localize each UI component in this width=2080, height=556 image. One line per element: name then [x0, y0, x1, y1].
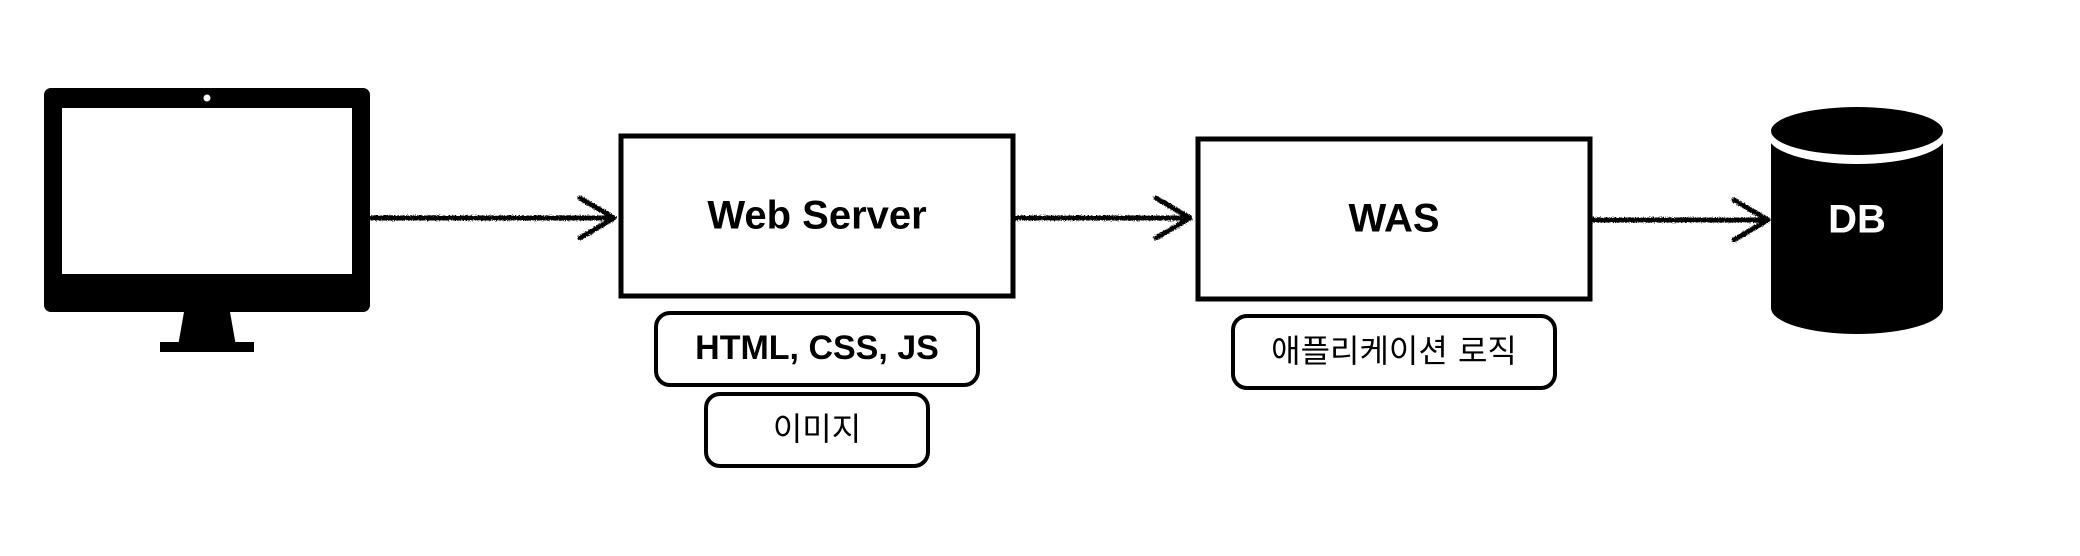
monitor-camera [203, 94, 211, 102]
web-server-label: Web Server [707, 194, 926, 238]
monitor-icon [44, 88, 370, 352]
web-server-tag-static-files-label: HTML, CSS, JS [695, 329, 939, 367]
db-cylinder-top [1771, 107, 1943, 155]
edge-web-server-to-was [1013, 195, 1193, 241]
db-label: DB [1828, 198, 1886, 242]
was-tag-application-logic-label: 애플리케이션 로직 [1271, 332, 1517, 370]
db-cylinder-body [1771, 132, 1943, 334]
web-server-box [618, 133, 1016, 299]
was-tag-application-logic: 애플리케이션 로직 [1231, 314, 1557, 390]
edge-client-to-web-server [369, 195, 617, 241]
web-server-tag-images: 이미지 [704, 392, 930, 468]
web-server-tag-images-label: 이미지 [773, 410, 861, 448]
was-box [1195, 136, 1593, 302]
monitor-stand [178, 312, 236, 346]
edge-was-to-db [1590, 197, 1771, 243]
was-label: WAS [1348, 197, 1439, 241]
web-server-tag-static-files: HTML, CSS, JS [654, 311, 980, 387]
web-server-node: Web Server [618, 133, 1016, 299]
was-node: WAS [1195, 136, 1593, 302]
database-icon: DB [1768, 107, 1946, 334]
monitor-screen [62, 108, 352, 274]
monitor-base [160, 342, 254, 352]
